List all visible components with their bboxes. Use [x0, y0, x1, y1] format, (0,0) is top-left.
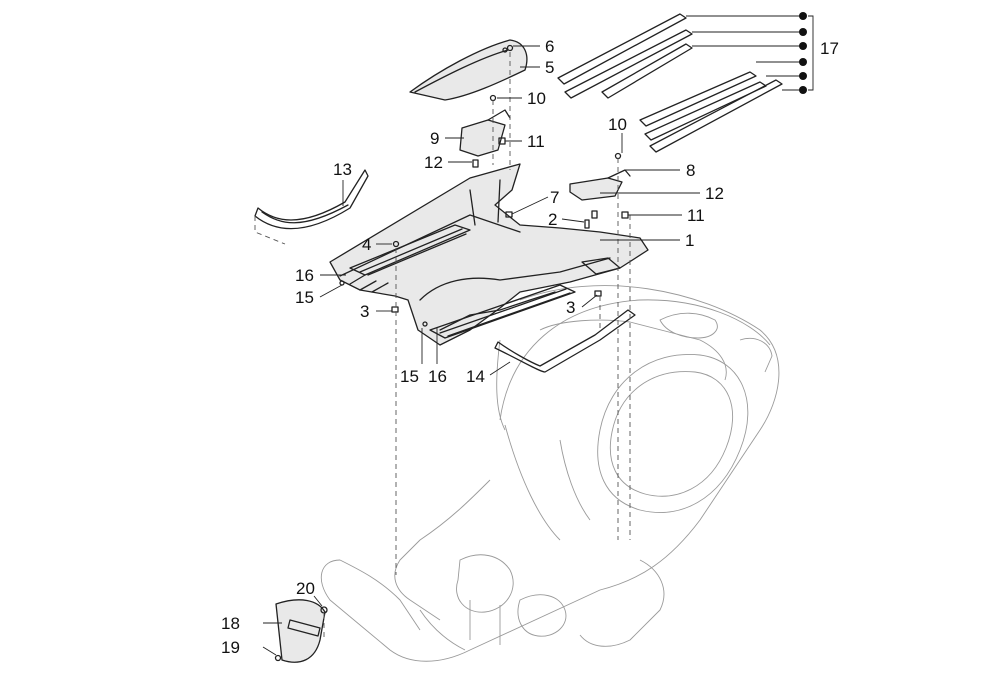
callout-7: 7 [550, 188, 559, 207]
callout-2: 2 [548, 210, 557, 229]
callout-17-dots [799, 12, 807, 94]
floor-mat-right [429, 284, 576, 339]
callout-12b: 12 [705, 184, 724, 203]
callout-10a: 10 [527, 89, 546, 108]
callout-4: 4 [362, 235, 371, 254]
callout-3b: 3 [566, 298, 575, 317]
callout-15a: 15 [295, 288, 314, 307]
scooter-frame-body [320, 285, 780, 662]
callout-13: 13 [333, 160, 352, 179]
callout-19: 19 [221, 638, 240, 657]
screw-19-icon [274, 654, 282, 662]
callout-5: 5 [545, 58, 554, 77]
footrest-pad-left [459, 109, 511, 157]
clip-3a-icon [391, 306, 399, 313]
screw-4-icon [392, 240, 400, 248]
side-strip-left [254, 169, 369, 230]
screw-15a-icon [339, 280, 345, 286]
floor-mat-left [349, 224, 471, 276]
callout-17: 17 [820, 39, 839, 58]
screw-10-icon [489, 94, 497, 102]
callout-8: 8 [686, 161, 695, 180]
screw-2-icon [584, 219, 590, 229]
callout-18: 18 [221, 614, 240, 633]
clip-12-icon [472, 159, 479, 168]
clip-11b-icon [621, 211, 629, 219]
callout-20: 20 [296, 579, 315, 598]
leader-lines [262, 15, 814, 656]
callout-labels: 6 5 10 11 9 12 10 8 12 11 7 2 1 4 16 15 … [221, 37, 839, 657]
callout-3a: 3 [360, 302, 369, 321]
screw-15b-icon [422, 321, 428, 327]
footrest-pad-right [569, 169, 631, 201]
callout-11b: 11 [687, 206, 705, 225]
front-panel [275, 599, 326, 663]
clip-3b-icon [594, 290, 602, 297]
clip-7-icon [505, 211, 513, 218]
callout-6: 6 [545, 37, 554, 56]
screw-10b-icon [614, 152, 622, 160]
callout-9: 9 [430, 129, 439, 148]
side-strip-right [494, 309, 636, 373]
trim-strips [557, 13, 783, 153]
assembly-lines [254, 52, 631, 640]
tunnel-cover [409, 39, 528, 101]
callout-14: 14 [466, 367, 485, 386]
screw-6-icon [506, 44, 514, 52]
clip-12b-icon [591, 210, 598, 219]
callout-15b: 15 [400, 367, 419, 386]
callout-1: 1 [685, 231, 694, 250]
callout-11a: 11 [527, 132, 545, 151]
callout-12a: 12 [424, 153, 443, 172]
callout-10b: 10 [608, 115, 627, 134]
nut-20-icon [320, 606, 328, 614]
callout-16b: 16 [428, 367, 447, 386]
callout-16a: 16 [295, 266, 314, 285]
